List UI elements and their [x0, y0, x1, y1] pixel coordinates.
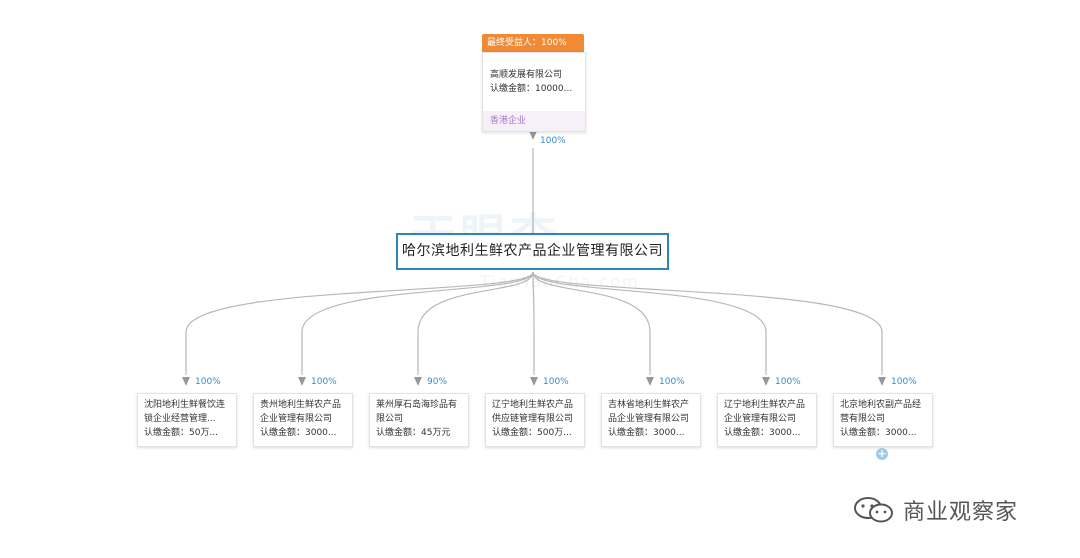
subsidiary-amount: 认缴金额：3000... — [608, 428, 685, 438]
subsidiary-name-line: 品企业管理有限公司 — [608, 414, 690, 424]
subsidiary-arrow — [878, 377, 886, 386]
subsidiary-card[interactable]: 北京地利农副产品经营有限公司认缴金额：3000... — [833, 393, 933, 447]
child-connectors — [182, 271, 886, 386]
subsidiary-percent-label: 100% — [543, 377, 569, 387]
subsidiary-percent-label: 100% — [775, 377, 801, 387]
subsidiary-percent-label: 100% — [311, 377, 337, 387]
subsidiary-connector — [532, 271, 883, 375]
footer-brand: 商业观察家 — [853, 495, 1018, 525]
subsidiary-card[interactable]: 贵州地利生鲜农产品企业管理有限公司认缴金额：3000... — [253, 393, 353, 447]
subsidiary-amount: 认缴金额：3000... — [840, 428, 917, 438]
subsidiary-amount: 认缴金额：45万元 — [376, 428, 451, 438]
subsidiary-arrow — [646, 377, 654, 386]
subsidiary-name-line: 吉林省地利生鲜农产 — [608, 400, 690, 410]
subsidiary-arrow — [414, 377, 422, 386]
subsidiary-name-line: 莱州厚石岛海珍品有 — [376, 400, 458, 410]
subsidiary-card[interactable]: 莱州厚石岛海珍品有限公司认缴金额：45万元 — [369, 393, 469, 447]
top-entity-name: 高顺发展有限公司 — [490, 70, 563, 80]
subsidiary-connector — [185, 271, 534, 375]
subsidiary-arrow — [762, 377, 770, 386]
subsidiary-connector — [532, 271, 535, 375]
footer-text: 商业观察家 — [903, 500, 1019, 525]
subsidiary-name-line: 供应链管理有限公司 — [492, 414, 574, 424]
subsidiary-name-line: 北京地利农副产品经 — [840, 400, 922, 410]
subsidiary-name-line: 贵州地利生鲜农产品 — [260, 400, 342, 410]
subsidiary-connector — [532, 271, 651, 375]
subsidiary-arrow — [530, 377, 538, 386]
subsidiary-name-line: 营有限公司 — [840, 414, 886, 424]
subsidiary-card[interactable]: 沈阳地利生鲜餐饮连锁企业经营管理... 认缴金额：50万... — [137, 393, 237, 447]
expand-button[interactable]: + — [876, 447, 888, 460]
subsidiary-connector — [532, 271, 767, 375]
subsidiary-connector — [301, 271, 534, 375]
subsidiary-percent-label: 100% — [659, 377, 685, 387]
subsidiary-name-line: 辽宁地利生鲜农产品 — [492, 400, 574, 410]
subsidiary-amount: 认缴金额：500万... — [492, 428, 572, 438]
subsidiary-arrow — [298, 377, 306, 386]
subsidiary-amount: 认缴金额：3000... — [724, 428, 801, 438]
subsidiary-name-line: 辽宁地利生鲜农产品 — [724, 400, 806, 410]
top-entity-card[interactable]: 高顺发展有限公司 认缴金额：10000... 香港企业 — [482, 52, 586, 132]
subsidiary-amount: 认缴金额：50万... — [144, 428, 219, 438]
subsidiary-percent-label: 100% — [195, 377, 221, 387]
subsidiary-card[interactable]: 辽宁地利生鲜农产品供应链管理有限公司认缴金额：500万... — [485, 393, 585, 447]
subsidiary-name-line: 企业管理有限公司 — [724, 414, 797, 424]
subsidiary-name-line: 企业管理有限公司 — [260, 414, 333, 424]
top-entity-tag: 香港企业 — [483, 111, 585, 131]
subsidiary-arrow — [182, 377, 190, 386]
subsidiary-percent-label: 100% — [891, 377, 917, 387]
subsidiary-name-line: 锁企业经营管理... — [144, 414, 216, 424]
subsidiary-name-line: 限公司 — [376, 414, 404, 424]
subsidiary-name-line: 沈阳地利生鲜餐饮连 — [144, 400, 226, 410]
beneficiary-badge: 最终受益人：100% — [482, 34, 584, 57]
main-entity-node[interactable]: 哈尔滨地利生鲜农产品企业管理有限公司 — [396, 233, 669, 270]
subsidiary-amount: 认缴金额：3000... — [260, 428, 337, 438]
top-percent-label: 100% — [540, 136, 566, 146]
subsidiary-connector — [417, 271, 534, 375]
top-entity-amount: 认缴金额：10000... — [490, 84, 573, 94]
subsidiary-card[interactable]: 吉林省地利生鲜农产品企业管理有限公司认缴金额：3000... — [601, 393, 701, 447]
wechat-icon — [854, 497, 893, 523]
subsidiary-percent-label: 90% — [427, 377, 448, 387]
top-arrow — [529, 131, 537, 140]
subsidiary-card[interactable]: 辽宁地利生鲜农产品企业管理有限公司认缴金额：3000... — [717, 393, 817, 447]
